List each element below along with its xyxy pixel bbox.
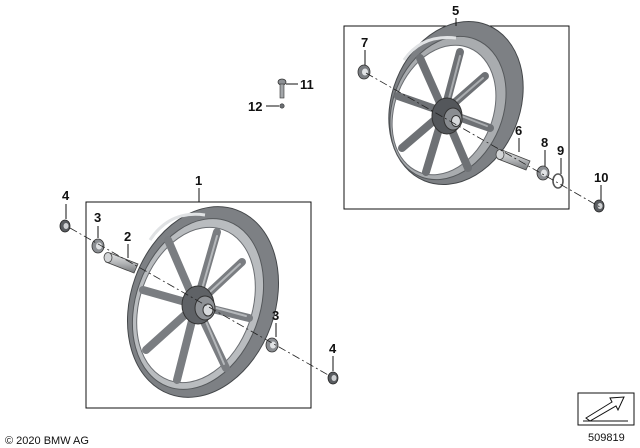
callout-4-right: 4	[329, 341, 337, 356]
front-seal-right	[327, 371, 339, 385]
rear-wheel	[388, 21, 524, 185]
rear-axis-line	[365, 72, 601, 208]
rear-circlip	[552, 173, 564, 189]
copyright-text: © 2020 BMW AG	[5, 435, 89, 447]
callout-5: 5	[452, 3, 459, 18]
callout-10: 10	[594, 170, 608, 185]
callout-2: 2	[124, 229, 131, 244]
callout-3-right: 3	[272, 308, 279, 323]
rear-bearing	[536, 165, 550, 181]
callout-11: 11	[300, 77, 314, 92]
front-leaders	[65, 188, 334, 371]
front-bearing-right	[265, 337, 279, 353]
front-wheel	[126, 206, 280, 398]
screw-assembly	[266, 78, 298, 109]
diagram-number: 509819	[588, 432, 625, 444]
rear-spacer-left	[357, 64, 371, 80]
callout-12: 12	[248, 99, 262, 114]
callout-4-left: 4	[62, 188, 70, 203]
front-axle	[103, 252, 139, 274]
callout-1: 1	[195, 173, 202, 188]
navigation-arrow-icon	[577, 392, 635, 426]
rear-axle	[495, 149, 531, 171]
callout-3-left: 3	[94, 210, 101, 225]
callout-8: 8	[541, 135, 548, 150]
front-axis-line	[69, 227, 331, 377]
callout-9: 9	[557, 143, 564, 158]
callout-6: 6	[515, 123, 522, 138]
callout-7: 7	[361, 35, 368, 50]
rear-leaders	[364, 18, 602, 200]
front-seal-left	[59, 219, 71, 233]
